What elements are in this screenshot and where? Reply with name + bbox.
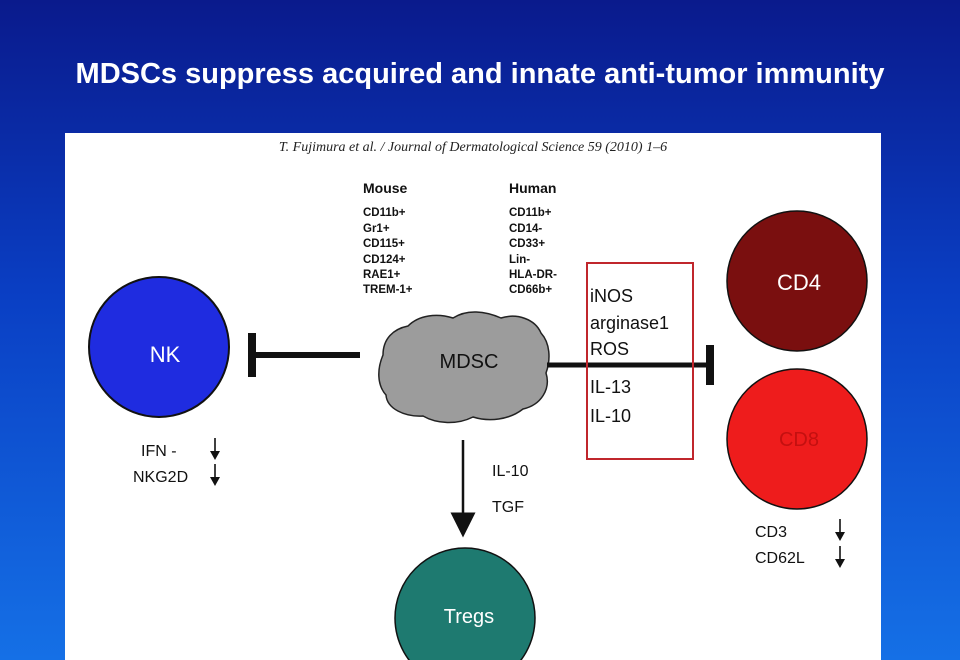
mouse-marker: TREM-1+ (363, 284, 413, 297)
down-arrow-icon (210, 464, 220, 486)
human-marker: CD14- (509, 222, 543, 235)
down-arrow-icon (210, 438, 220, 460)
mouse-markers: Mouse CD11b+ Gr1+ CD115+ CD124+ RAE1+ TR… (363, 180, 413, 299)
citation: T. Fujimura et al. / Journal of Dermatol… (278, 140, 668, 155)
mouse-marker: RAE1+ (363, 269, 401, 282)
mouse-marker: CD11b+ (363, 207, 406, 220)
mouse-marker: CD124+ (363, 253, 406, 266)
human-marker: CD66b+ (509, 284, 553, 297)
nk-effect-ifn: IFN - (141, 443, 177, 460)
mediator-inos: iNOS (590, 286, 633, 306)
nk-node (88, 276, 230, 418)
down-arrow-icon (835, 519, 845, 541)
mediator-box (586, 262, 694, 460)
nk-effect-nkg2d: NKG2D (133, 469, 188, 486)
diagram-canvas: NK IFN - NKG2D MDSC iNOS arginase1 ROS I… (88, 210, 868, 660)
mediator-il10: IL-10 (590, 406, 631, 426)
tregs-node (394, 547, 536, 660)
treg-factor-il10: IL-10 (492, 463, 529, 480)
mdsc-label: MDSC (440, 351, 499, 373)
figure-panel: T. Fujimura et al. / Journal of Dermatol… (65, 133, 881, 660)
treg-factor-tgf: TGF (492, 499, 524, 516)
mediator-ros: ROS (590, 339, 629, 359)
human-marker: HLA-DR- (509, 269, 557, 282)
mediator-il13: IL-13 (590, 377, 631, 397)
mdsc-node (378, 311, 550, 424)
cd4-node (726, 210, 868, 352)
human-markers: Human CD11b+ CD14- CD33+ Lin- HLA-DR- CD… (509, 180, 557, 299)
t-effect-cd3: CD3 (755, 524, 787, 541)
human-header: Human (509, 180, 557, 196)
slide-title: MDSCs suppress acquired and innate anti-… (75, 58, 885, 90)
mouse-marker: Gr1+ (363, 222, 390, 235)
mouse-header: Mouse (363, 180, 408, 196)
cd8-node (726, 368, 868, 510)
tregs-label: Tregs (444, 606, 494, 628)
t-effect-cd62l: CD62L (755, 550, 805, 567)
down-arrow-icon (835, 546, 845, 568)
cd8-label: CD8 (779, 429, 819, 451)
mediator-arginase1: arginase1 (590, 313, 669, 333)
nk-label: NK (150, 342, 181, 367)
human-marker: Lin- (509, 253, 531, 266)
human-marker: CD33+ (509, 238, 546, 251)
cd4-label: CD4 (777, 270, 821, 295)
mouse-marker: CD115+ (363, 238, 405, 251)
human-marker: CD11b+ (509, 207, 552, 220)
